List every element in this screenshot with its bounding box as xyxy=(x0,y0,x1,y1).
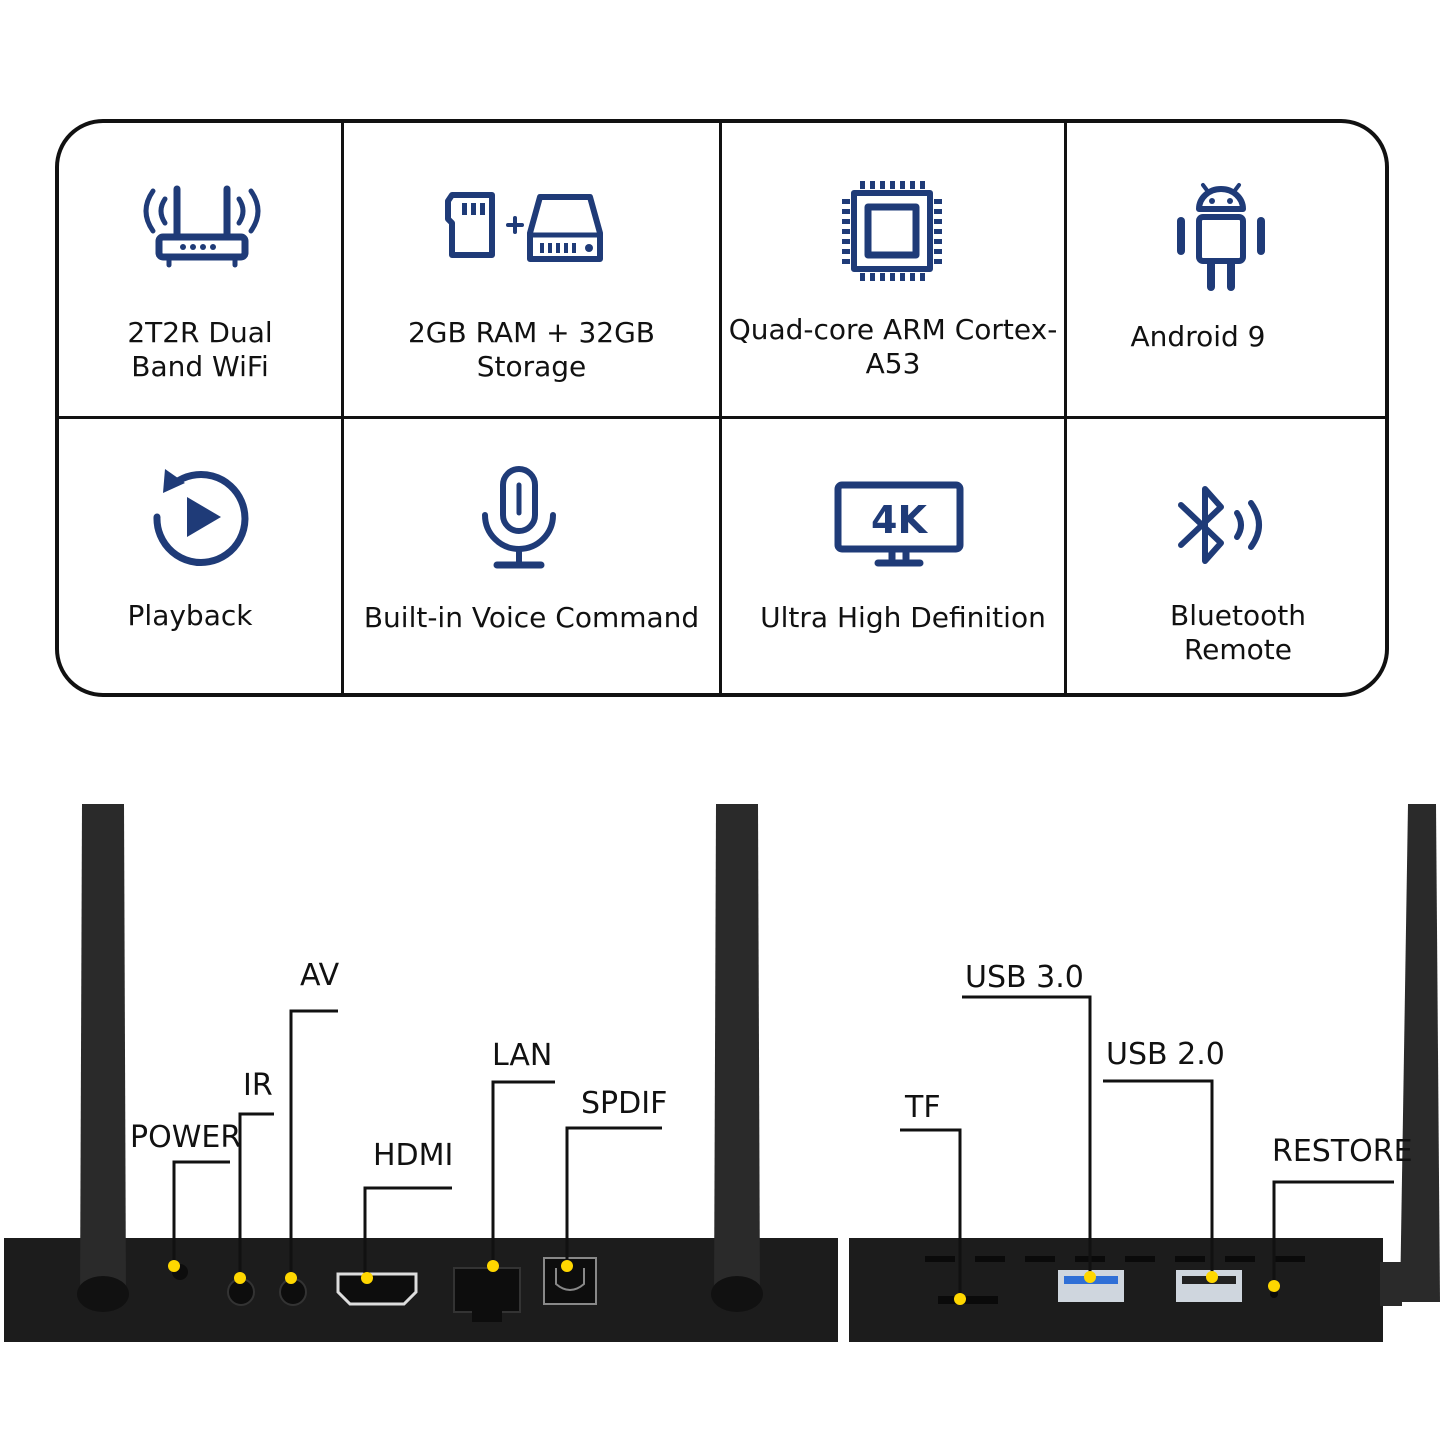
port-label-power: POWER xyxy=(130,1120,242,1155)
device-front-body xyxy=(4,1238,838,1342)
port-label-spdif: SPDIF xyxy=(581,1086,668,1121)
grid-divider xyxy=(1064,123,1067,693)
port-label-restore: RESTORE xyxy=(1272,1134,1413,1169)
feature-cell-wifi: 2T2R Dual Band WiFi xyxy=(59,123,341,416)
port-label-av: AV xyxy=(300,958,340,993)
port-label-hdmi: HDMI xyxy=(373,1138,454,1173)
feature-cell-bluetooth: Bluetooth Remote xyxy=(1067,419,1385,693)
feature-label: 2T2R Dual Band WiFi xyxy=(127,316,273,383)
memory-storage-icon xyxy=(445,192,603,262)
android-icon xyxy=(1177,183,1265,291)
feature-cell-storage: 2GB RAM + 32GB Storage xyxy=(344,123,719,416)
port-label-lan: LAN xyxy=(492,1038,553,1073)
4k-monitor-icon: 4K xyxy=(834,481,964,567)
leader-lines xyxy=(172,995,1394,1298)
feature-grid: 2T2R Dual Band WiFi 2GB RAM + 32GB Stora… xyxy=(55,119,1389,697)
grid-divider xyxy=(719,123,722,693)
feature-cell-cpu: Quad-core ARM Cortex-A53 xyxy=(722,123,1064,416)
restore-hole xyxy=(1270,1290,1278,1298)
microphone-icon xyxy=(482,466,556,569)
feature-cell-4k: 4K Ultra High Definition xyxy=(722,419,1064,693)
antenna-side xyxy=(1380,804,1440,1306)
port-label-usb2: USB 2.0 xyxy=(1106,1037,1225,1072)
spdif-port xyxy=(543,1257,597,1305)
ports-illustration xyxy=(4,804,1440,1342)
feature-label: Bluetooth Remote xyxy=(1170,599,1306,666)
port-label-tf: TF xyxy=(905,1090,941,1125)
hdmi-port xyxy=(336,1272,418,1306)
feature-cell-android: Android 9 xyxy=(1067,123,1385,416)
feature-label: Built-in Voice Command xyxy=(363,601,700,634)
feature-label: 2GB RAM + 32GB Storage xyxy=(407,316,656,383)
grid-divider xyxy=(59,416,1385,419)
feature-label: Playback xyxy=(127,599,253,632)
lan-port xyxy=(453,1267,521,1322)
4k-badge: 4K xyxy=(871,498,928,542)
port-label-usb3: USB 3.0 xyxy=(965,960,1084,995)
feature-cell-playback: Playback xyxy=(59,419,341,693)
feature-label: Ultra High Definition xyxy=(760,601,1046,634)
feature-cell-voice: Built-in Voice Command xyxy=(344,419,719,693)
cpu-chip-icon xyxy=(842,181,942,281)
feature-label: Quad-core ARM Cortex-A53 xyxy=(728,313,1058,380)
antenna-left xyxy=(77,804,129,1312)
antenna-right xyxy=(711,804,763,1312)
playback-icon xyxy=(153,469,249,567)
port-label-ir: IR xyxy=(243,1068,273,1103)
bluetooth-icon xyxy=(1178,486,1262,564)
port-markers xyxy=(168,1260,1280,1305)
tf-slot xyxy=(938,1296,998,1304)
grid-divider xyxy=(341,123,344,693)
wifi-router-icon xyxy=(143,185,261,268)
feature-label: Android 9 xyxy=(1130,320,1266,353)
